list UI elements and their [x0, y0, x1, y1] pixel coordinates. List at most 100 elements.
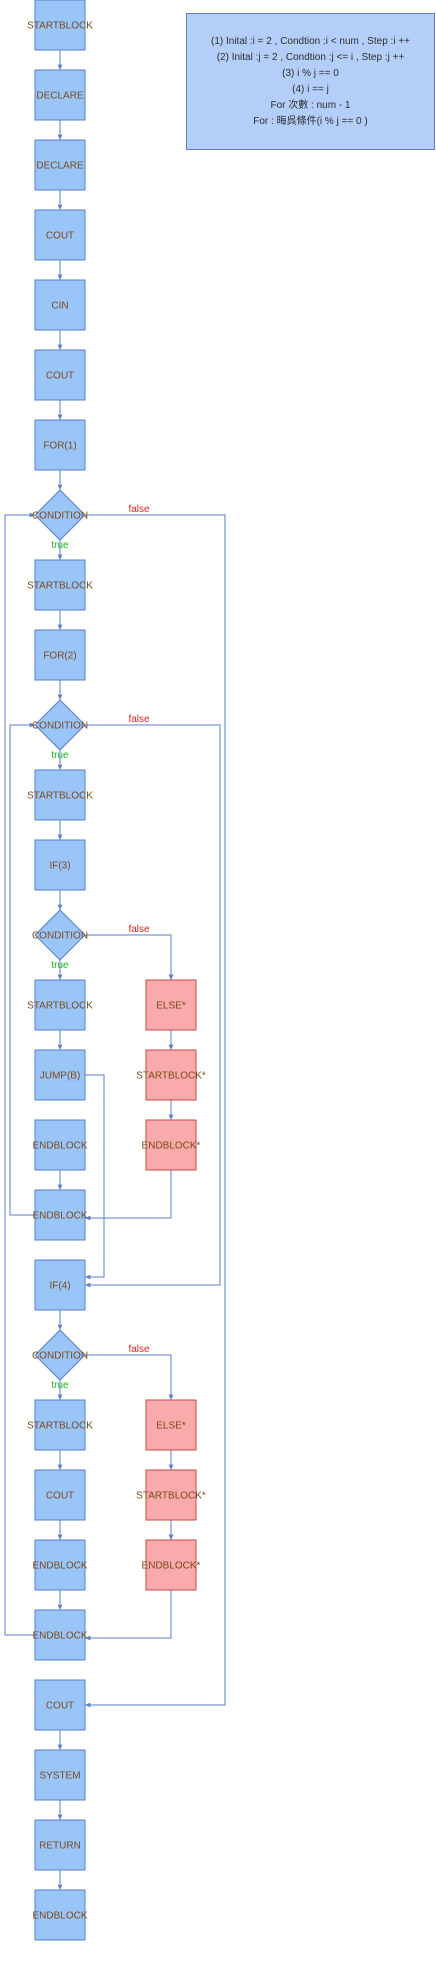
block-node: ENDBLOCK — [32, 1119, 88, 1171]
true-branch-label: true — [51, 540, 69, 551]
condition-diamond — [34, 489, 86, 541]
block-node: COUT — [34, 209, 86, 261]
node-label: CIN — [51, 301, 68, 312]
node-label: IF(3) — [49, 861, 70, 872]
node-label: COUT — [46, 1701, 74, 1712]
node-box — [34, 209, 86, 261]
legend-line-6: For : 晦呉條件(i % j == 0 ) — [253, 115, 368, 127]
false-branch-label: false — [128, 504, 150, 515]
block-node: STARTBLOCK — [27, 979, 93, 1031]
node-box — [34, 279, 86, 331]
flow-edge — [4, 512, 35, 1636]
condition-node: CONDITION — [32, 699, 88, 751]
block-node: ENDBLOCK — [32, 1189, 88, 1241]
legend-line-3: (3) i % j == 0 — [282, 67, 339, 79]
false-branch-label: false — [128, 924, 150, 935]
node-box — [34, 1469, 86, 1521]
node-box — [34, 1819, 86, 1871]
node-label: JUMP(B) — [40, 1071, 81, 1082]
node-box — [34, 1119, 86, 1171]
node-label: ELSE* — [156, 1001, 186, 1012]
flow-edge — [85, 1170, 172, 1221]
condition-diamond — [34, 699, 86, 751]
node-label: CONDITION — [32, 721, 88, 732]
node-label: RETURN — [39, 1841, 81, 1852]
node-box — [34, 559, 86, 611]
node-label: STARTBLOCK — [27, 1421, 93, 1432]
condition-node: CONDITION — [32, 1329, 88, 1381]
else-branch-node: STARTBLOCK* — [136, 1049, 206, 1101]
true-branch-label: true — [51, 1380, 69, 1391]
node-label: ENDBLOCK — [32, 1561, 87, 1572]
legend-line-1: (1) Inital :i = 2 , Condtion :i < num , … — [211, 35, 410, 47]
condition-diamond — [34, 1329, 86, 1381]
block-node: STARTBLOCK — [27, 0, 93, 51]
node-box — [34, 1189, 86, 1241]
node-label: STARTBLOCK — [27, 791, 93, 802]
node-box — [34, 629, 86, 681]
node-box — [145, 1399, 197, 1451]
condition-node: CONDITION — [32, 909, 88, 961]
node-box — [34, 349, 86, 401]
flow-edge — [85, 1354, 174, 1400]
block-node: COUT — [34, 1679, 86, 1731]
node-box — [145, 1539, 197, 1591]
node-box — [145, 1119, 197, 1171]
block-node: DECLARE — [34, 69, 86, 121]
else-branch-node: ENDBLOCK* — [142, 1119, 201, 1171]
else-branch-node: ELSE* — [145, 1399, 197, 1451]
block-node: IF(3) — [34, 839, 86, 891]
node-box — [34, 1049, 86, 1101]
node-label: CONDITION — [32, 931, 88, 942]
node-label: COUT — [46, 371, 74, 382]
node-box — [34, 419, 86, 471]
edges-layer — [4, 50, 226, 1890]
node-label: STARTBLOCK — [27, 1001, 93, 1012]
block-node: COUT — [34, 349, 86, 401]
legend-line-4: (4) i == j — [292, 83, 329, 95]
node-label: DECLARE — [36, 91, 84, 102]
node-label: CONDITION — [32, 511, 88, 522]
block-node: RETURN — [34, 1819, 86, 1871]
block-node: CIN — [34, 279, 86, 331]
legend-line-2: (2) Inital :j = 2 , Condtion :j <= i , S… — [216, 51, 405, 63]
node-label: STARTBLOCK — [27, 21, 93, 32]
legend-line-5: For 次數 : num - 1 — [270, 99, 351, 111]
node-box — [34, 1749, 86, 1801]
node-label: FOR(2) — [43, 651, 76, 662]
node-box — [34, 1679, 86, 1731]
nodes-layer: STARTBLOCK DECLARE DECLARE COUT CIN COUT FOR(1… — [27, 0, 206, 1941]
node-label: COUT — [46, 231, 74, 242]
block-node: ENDBLOCK — [32, 1889, 88, 1941]
false-branch-label: false — [128, 714, 150, 725]
flow-edge — [85, 1590, 172, 1641]
node-label: ENDBLOCK — [32, 1211, 87, 1222]
flow-edge — [85, 724, 221, 1288]
block-node: FOR(1) — [34, 419, 86, 471]
node-box — [34, 979, 86, 1031]
else-branch-node: STARTBLOCK* — [136, 1469, 206, 1521]
block-node: DECLARE — [34, 139, 86, 191]
true-branch-label: true — [51, 750, 69, 761]
else-branch-node: ELSE* — [145, 979, 197, 1031]
node-box — [34, 1259, 86, 1311]
node-label: ENDBLOCK* — [142, 1561, 201, 1572]
node-label: SYSTEM — [39, 1771, 80, 1782]
node-box — [34, 139, 86, 191]
legend-note: (1) Inital :i = 2 , Condtion :i < num , … — [186, 13, 435, 150]
node-box — [34, 1609, 86, 1661]
node-box — [145, 1049, 197, 1101]
node-label: STARTBLOCK* — [136, 1071, 206, 1082]
node-label: ENDBLOCK* — [142, 1141, 201, 1152]
node-box — [34, 769, 86, 821]
node-box — [34, 69, 86, 121]
else-branch-node: ENDBLOCK* — [142, 1539, 201, 1591]
node-label: FOR(1) — [43, 441, 76, 452]
flow-edge — [85, 934, 174, 980]
flow-edge — [85, 1074, 105, 1280]
node-label: DECLARE — [36, 161, 84, 172]
node-label: CONDITION — [32, 1351, 88, 1362]
node-label: ELSE* — [156, 1421, 186, 1432]
